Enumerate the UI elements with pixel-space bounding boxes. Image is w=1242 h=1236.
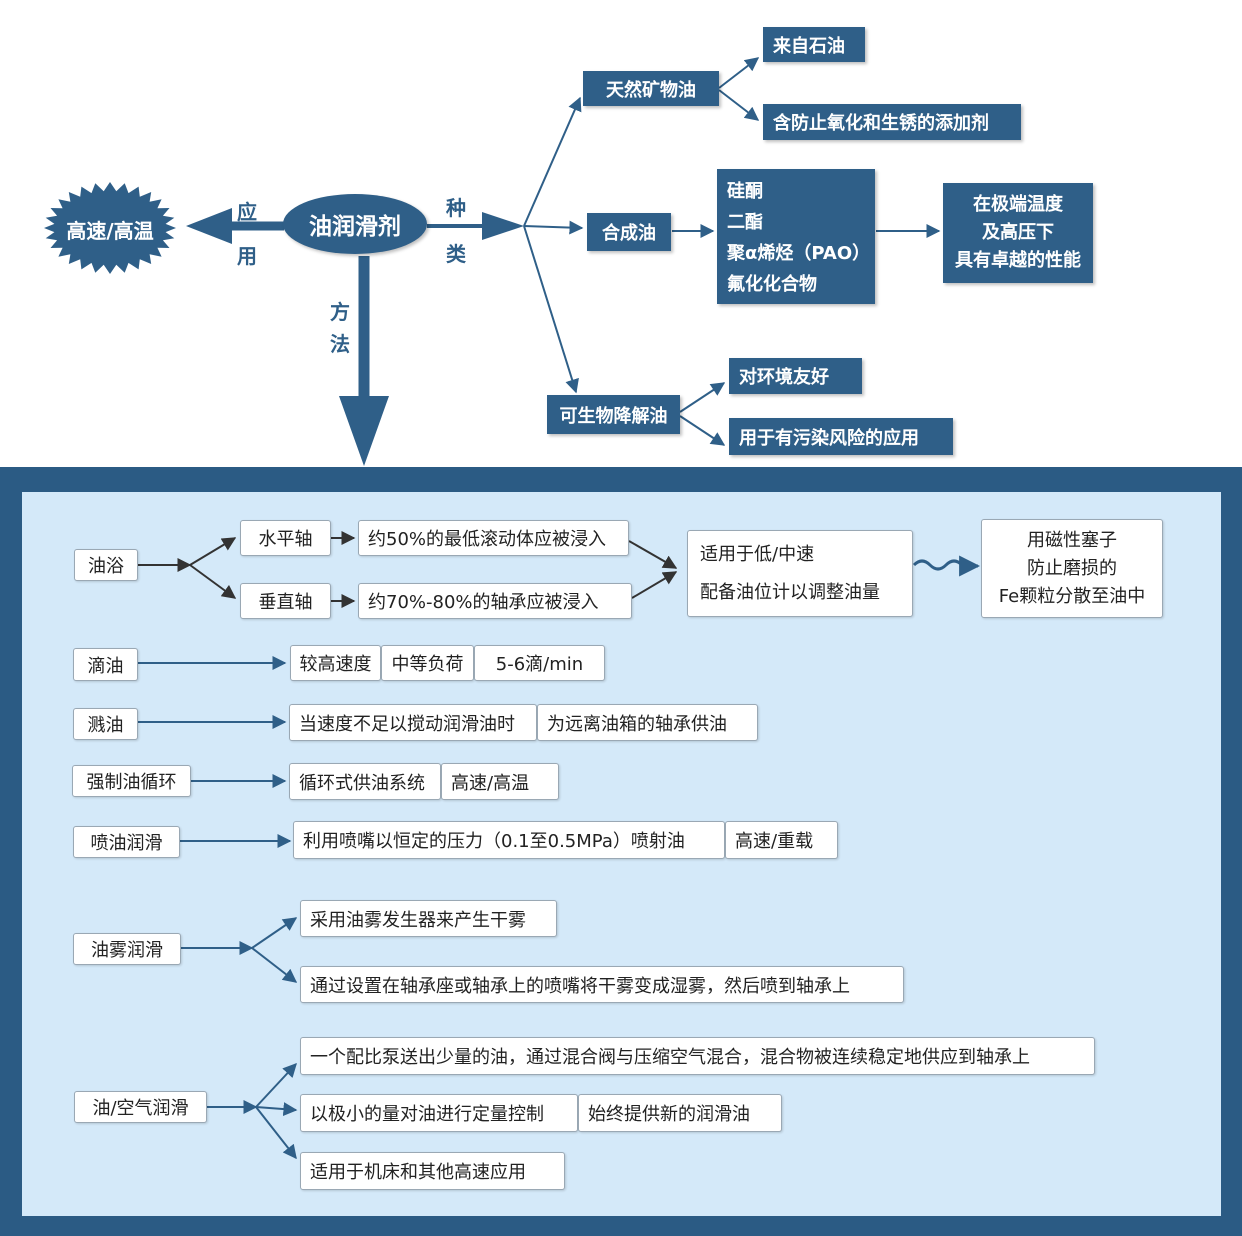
synthetic-list: 硅酮 二酯 聚α烯烃（PAO） 氟化化合物 <box>717 169 875 304</box>
synthetic-result-line: 在极端温度 <box>973 194 1063 215</box>
drip-item: 较高速度 <box>290 645 381 681</box>
synthetic-result: 在极端温度 及高压下 具有卓越的性能 <box>943 183 1093 283</box>
types-label-1: 种 <box>446 196 466 220</box>
jet-item: 利用喷嘴以恒定的压力（0.1至0.5MPa）喷射油 <box>293 821 725 859</box>
mineral-prop-1: 来自石油 <box>763 27 865 62</box>
magnetic-plug-line: Fe颗粒分散至油中 <box>998 585 1146 607</box>
air-oil-item: 始终提供新的润滑油 <box>578 1094 782 1132</box>
method-splash: 溅油 <box>73 708 138 740</box>
oil-bath-vertical-desc: 约70%-80%的轴承应被浸入 <box>358 583 632 619</box>
center-node-oil-lubricant: 油润滑剂 <box>283 194 427 254</box>
oil-bath-horizontal-shaft: 水平轴 <box>240 520 331 556</box>
bio-prop-1: 对环境友好 <box>729 358 862 394</box>
air-oil-item: 一个配比泵送出少量的油，通过混合阀与压缩空气混合，混合物被连续稳定地供应到轴承上 <box>300 1037 1095 1075</box>
method-air-oil: 油/空气润滑 <box>74 1091 207 1123</box>
method-label-2: 法 <box>330 332 350 356</box>
oil-bath-horizontal-desc: 约50%的最低滚动体应被浸入 <box>358 520 629 556</box>
drip-item: 中等负荷 <box>381 645 474 681</box>
magnetic-plug-line: 防止磨损的 <box>1027 557 1117 579</box>
air-oil-item: 适用于机床和其他高速应用 <box>300 1152 565 1190</box>
type-mineral-oil: 天然矿物油 <box>583 71 719 106</box>
mineral-prop-2: 含防止氧化和生锈的添加剂 <box>763 104 1021 140</box>
oil-bath-magnetic-plug: 用磁性塞子 防止磨损的 Fe颗粒分散至油中 <box>981 519 1163 618</box>
synthetic-result-line: 具有卓越的性能 <box>955 250 1081 271</box>
oil-bath-summary-line: 配备油位计以调整油量 <box>700 581 880 603</box>
bio-prop-2: 用于有污染风险的应用 <box>729 418 953 455</box>
method-oil-bath: 油浴 <box>74 549 138 581</box>
type-synthetic-oil: 合成油 <box>587 213 671 251</box>
type-biodegradable-oil: 可生物降解油 <box>547 395 680 434</box>
method-oil-mist: 油雾润滑 <box>73 933 181 965</box>
splash-item: 为远离油箱的轴承供油 <box>537 704 758 741</box>
oil-bath-vertical-shaft: 垂直轴 <box>240 583 331 619</box>
method-jet-lubrication: 喷油润滑 <box>73 826 180 858</box>
jet-item: 高速/重载 <box>725 821 838 859</box>
mist-item: 通过设置在轴承座或轴承上的喷嘴将干雾变成湿雾，然后喷到轴承上 <box>300 966 904 1003</box>
synthetic-result-line: 及高压下 <box>982 222 1054 243</box>
synthetic-item: 氟化化合物 <box>727 273 817 295</box>
synthetic-item: 二酯 <box>727 212 763 234</box>
application-label-2: 用 <box>237 244 257 268</box>
method-label-1: 方 <box>330 300 350 324</box>
oil-bath-summary-line: 适用于低/中速 <box>700 543 815 565</box>
method-forced-circulation: 强制油循环 <box>72 765 191 797</box>
drip-item: 5-6滴/min <box>474 645 605 681</box>
circulation-item: 循环式供油系统 <box>289 763 441 800</box>
application-target: 高速/高温 <box>66 218 154 243</box>
synthetic-item: 聚α烯烃（PAO） <box>727 242 871 264</box>
method-drip: 滴油 <box>73 648 138 681</box>
air-oil-item: 以极小的量对油进行定量控制 <box>300 1094 578 1132</box>
synthetic-item: 硅酮 <box>727 181 763 203</box>
application-label-1: 应 <box>237 200 257 224</box>
circulation-item: 高速/高温 <box>441 763 559 800</box>
types-label-2: 类 <box>446 242 466 266</box>
magnetic-plug-line: 用磁性塞子 <box>1027 529 1117 551</box>
mist-item: 采用油雾发生器来产生干雾 <box>300 900 557 937</box>
burst-shape <box>44 182 176 274</box>
splash-item: 当速度不足以搅动润滑油时 <box>289 704 537 741</box>
oil-bath-summary: 适用于低/中速 配备油位计以调整油量 <box>687 530 913 617</box>
